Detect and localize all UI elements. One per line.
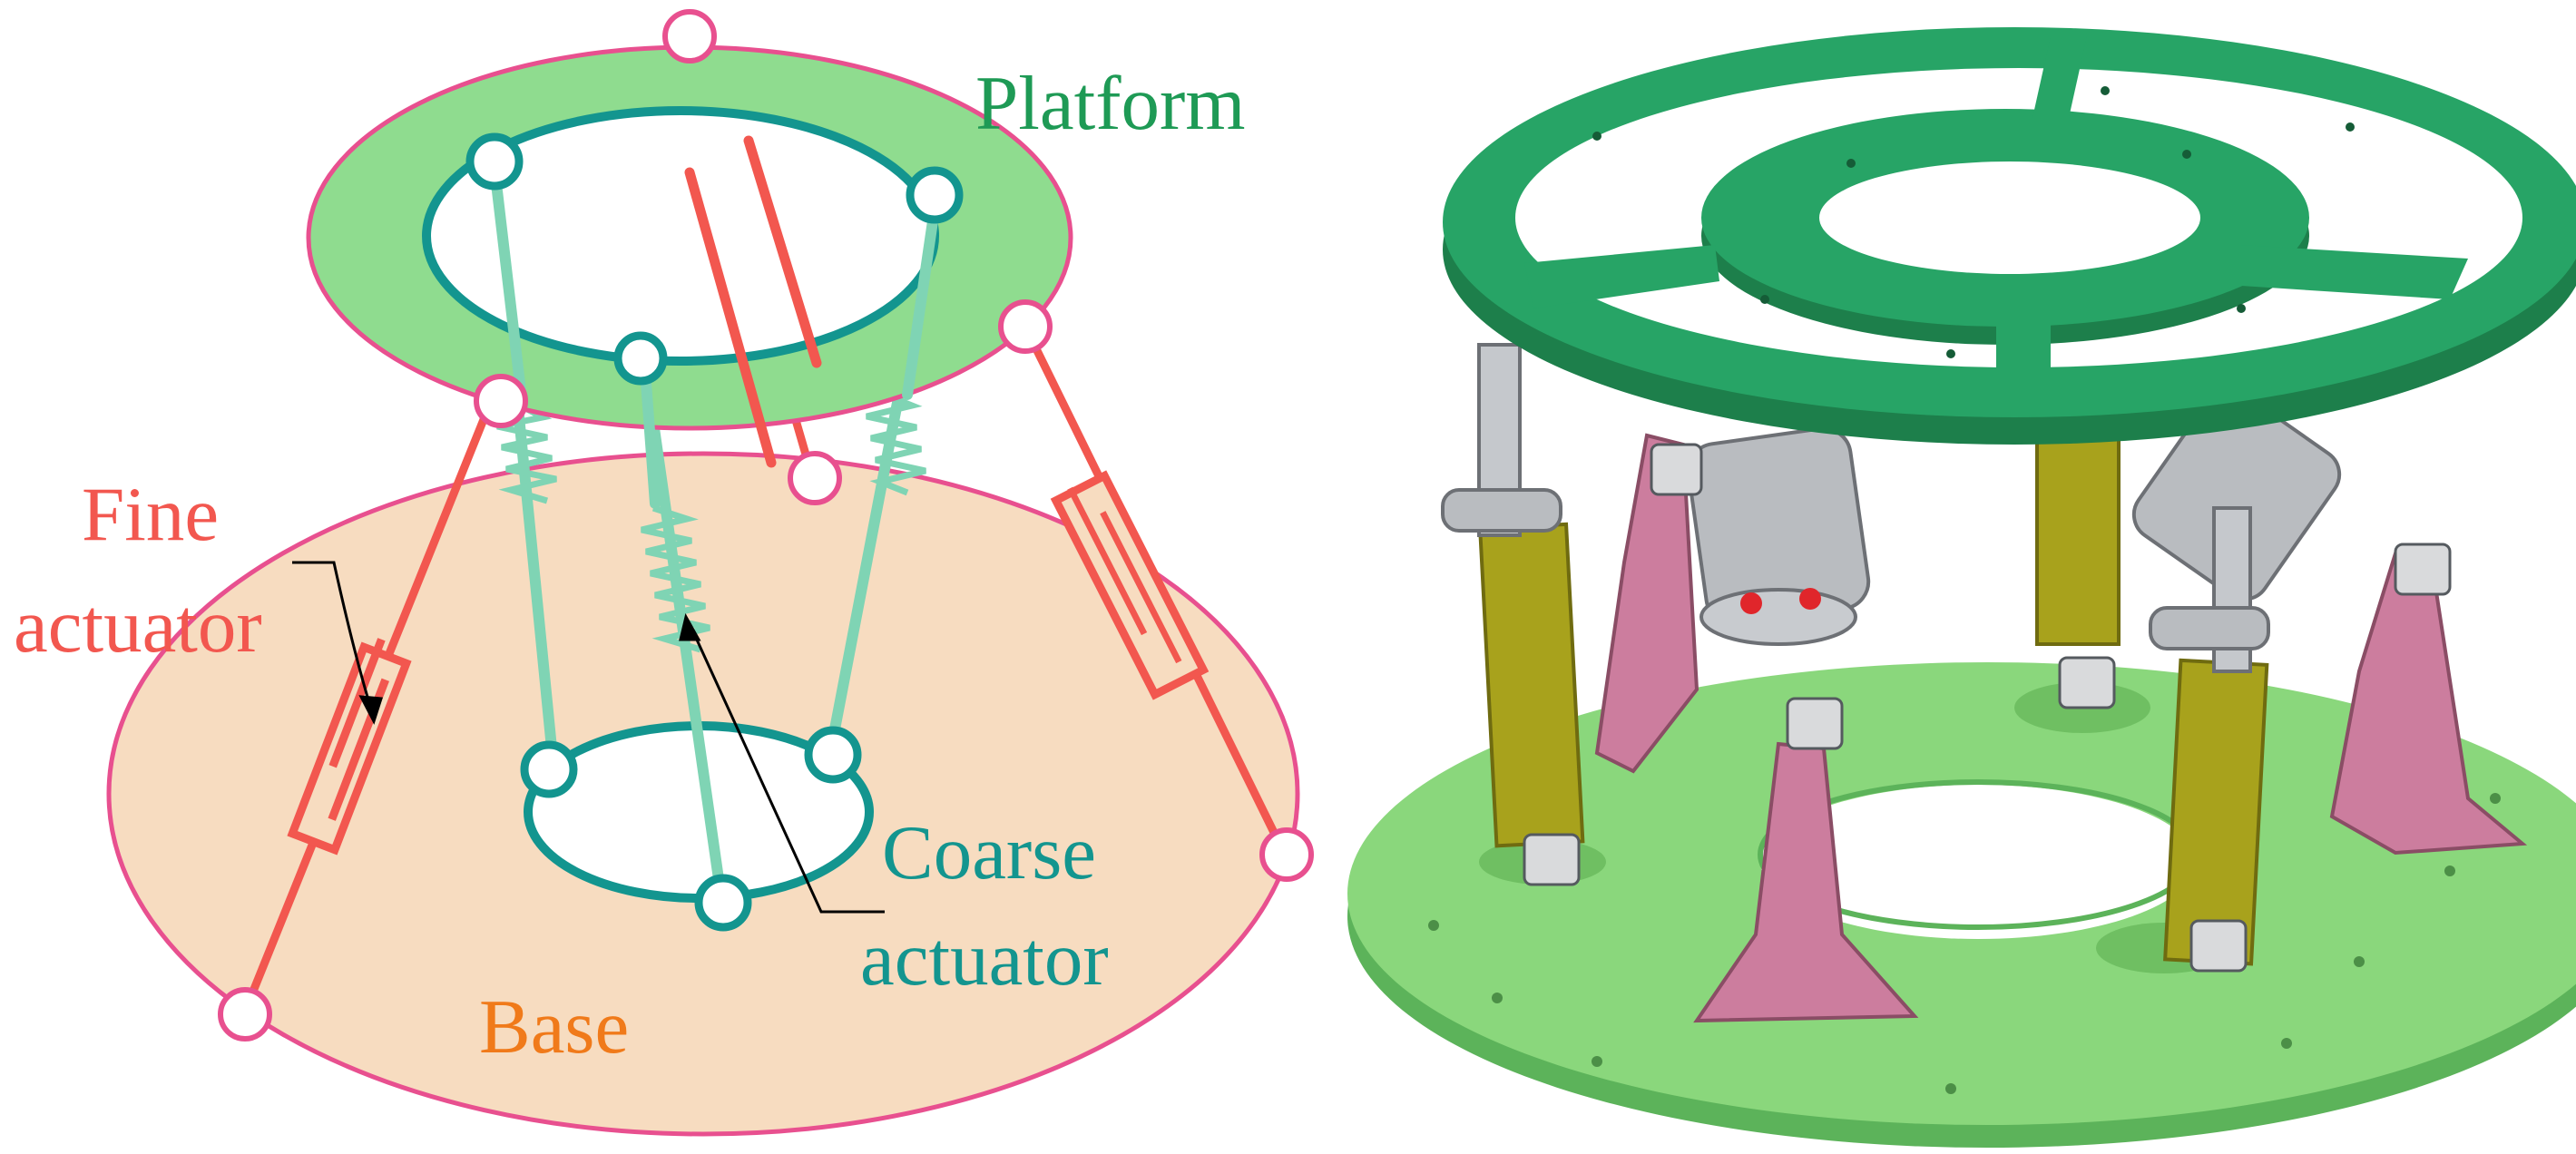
joint-base-front (694, 874, 752, 932)
fine-actuator-label-line2: actuator (14, 583, 262, 669)
coarse-actuator-label-line2: actuator (860, 916, 1109, 1002)
coarse-joints (465, 132, 964, 932)
cad-rendering (1347, 27, 2576, 1148)
fine-joints (218, 9, 1314, 1042)
cad-platform (1443, 27, 2576, 445)
joint-fine-right-bottom (1259, 827, 1314, 882)
joint-base-left (520, 740, 578, 798)
joint-fine-middle-bottom (788, 451, 842, 505)
cad-joint-blocks (1523, 443, 2452, 973)
base-label: Base (479, 984, 629, 1070)
fine-actuator-middle (684, 135, 822, 468)
joint-base-right (804, 726, 862, 784)
coarse-spring-left (496, 400, 557, 504)
joint-fine-left-top (474, 374, 528, 428)
joint-fine-right-top (998, 299, 1053, 354)
cad-base-plate (1347, 662, 2576, 1148)
coarse-spring-middle (641, 504, 710, 653)
fine-actuator-leader (292, 561, 383, 725)
coarse-actuator-leader (679, 612, 885, 914)
fine-actuator-right (1050, 470, 1210, 700)
coarse-actuator-label-line1: Coarse (882, 810, 1096, 895)
platform-label: Platform (975, 61, 1245, 146)
joint-platform-front (613, 331, 668, 386)
joint-platform-left (465, 132, 524, 191)
joint-platform-right (906, 166, 964, 224)
schematic-diagram: Platform Fine actuator Coarse actuator B… (14, 9, 1314, 1137)
fine-actuator-label-line1: Fine (82, 472, 219, 557)
cad-indicator-dots (1740, 588, 1821, 614)
joint-fine-top (662, 9, 717, 64)
joint-fine-left-bottom (218, 987, 272, 1042)
coarse-spring-right (866, 391, 926, 496)
